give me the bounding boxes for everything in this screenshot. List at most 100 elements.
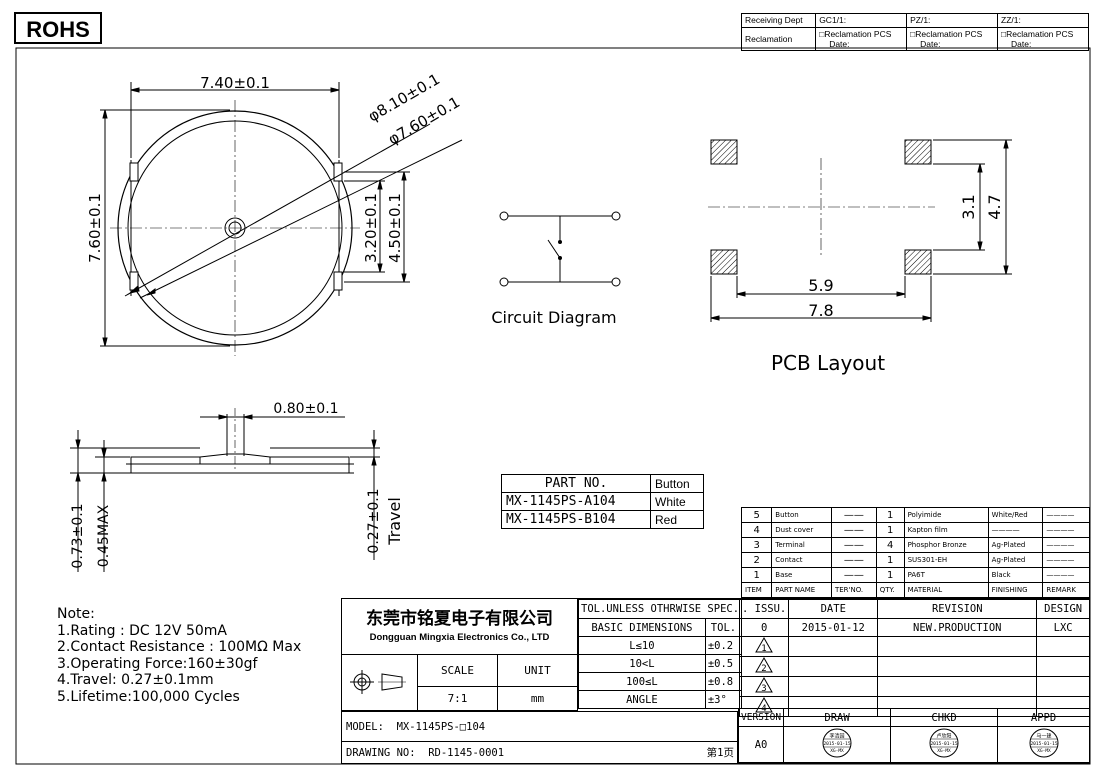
- svg-text:李清园: 李清园: [830, 733, 845, 740]
- tol-title: TOL.UNLESS OTHRWISE SPEC.: [577, 599, 743, 619]
- circuit-label: Circuit Diagram: [491, 308, 616, 327]
- bom-finishing: White/Red: [987, 507, 1044, 523]
- triangle-icon: 3: [755, 676, 773, 694]
- rev-desc: NEW.PRODUCTION: [877, 618, 1038, 637]
- bom-item: 3: [740, 537, 773, 553]
- part-table: PART NO. Button MX-1145PS-A104 White MX-…: [501, 474, 704, 529]
- dim-actuator: 0.80±0.1: [273, 401, 338, 417]
- revision-table: . ISSU. DATE REVISION DESIGN 0 2015-01-1…: [738, 599, 1090, 717]
- svg-text:2: 2: [761, 664, 766, 673]
- side-view: [70, 408, 380, 572]
- bom-remark: ————: [1042, 537, 1090, 553]
- note-line: 4.Travel: 0.27±0.1mm: [57, 672, 214, 688]
- dim-tab-inner: 3.20±0.1: [362, 193, 380, 263]
- rev-date: 2015-01-12: [788, 618, 879, 637]
- bom-header-remark: REMARK: [1042, 582, 1090, 598]
- bom-header-finishing: FINISHING: [987, 582, 1044, 598]
- note-line: 3.Operating Force:160±30gf: [57, 655, 258, 672]
- bom-ter: ——: [830, 552, 877, 568]
- model-label: MODEL:: [346, 721, 384, 733]
- bom-finishing: Ag-Plated: [987, 552, 1044, 568]
- bom-material: SUS301-EH: [903, 552, 989, 568]
- chkd-header: CHKD: [890, 708, 999, 727]
- unit-label: UNIT: [498, 655, 578, 687]
- travel-label: Travel: [385, 497, 404, 546]
- svg-text:1: 1: [761, 644, 766, 653]
- bom-header-ter: TER'NO.: [830, 582, 877, 598]
- date-header: DATE: [788, 599, 879, 619]
- svg-text:马一建: 马一建: [1036, 733, 1051, 740]
- version-label: VERSION: [737, 708, 785, 727]
- bom-part-name: Base: [771, 567, 832, 583]
- basic-dims-header: BASIC DIMENSIONS: [578, 618, 706, 637]
- bom-ter: ——: [830, 567, 877, 583]
- projection-symbol: [342, 655, 418, 711]
- rev-design: LXC: [1036, 618, 1090, 637]
- tol-value: ±3°: [704, 690, 743, 709]
- company-cell: 东莞市铭夏电子有限公司 Dongguan Mingxia Electronics…: [342, 599, 578, 655]
- pcb-layout: [708, 139, 1012, 322]
- issu-header: . ISSU.: [738, 599, 790, 619]
- bom-qty: 1: [875, 507, 905, 523]
- svg-text:2015-01-15: 2015-01-15: [824, 741, 851, 747]
- dim-height: 7.60±0.1: [86, 193, 104, 263]
- part-no-header: PART NO.: [501, 474, 651, 493]
- rev-triangle: 3: [738, 676, 790, 697]
- notes-title: Note:: [57, 606, 95, 622]
- bom-part-name: Terminal: [771, 537, 832, 553]
- tol-header: TOL.: [704, 618, 743, 637]
- bom-remark: ————: [1042, 552, 1090, 568]
- bom-finishing: Black: [987, 567, 1044, 583]
- svg-text:2015-01-15: 2015-01-15: [931, 741, 958, 747]
- model-cell: MODEL: MX-1145PS-□104: [342, 711, 738, 741]
- scale-value: 7:1: [418, 687, 498, 711]
- receiving-table: Receiving Dept GC1/1: PZ/1: ZZ/1: Reclam…: [740, 13, 1089, 51]
- bom-qty: 1: [875, 567, 905, 583]
- bom-ter: ——: [830, 537, 877, 553]
- bom-remark: ————: [1042, 507, 1090, 523]
- bom-material: Polyimide: [903, 507, 989, 523]
- bom-ter: ——: [830, 522, 877, 538]
- rohs-badge: ROHS: [14, 12, 102, 44]
- svg-text:XG-MX: XG-MX: [830, 748, 844, 754]
- page-number: 第1页: [706, 747, 734, 759]
- scale-label: SCALE: [418, 655, 498, 687]
- tol-range: 100≤L: [578, 672, 706, 691]
- reclamation-label: Reclamation: [740, 27, 817, 51]
- drawing-no-label: DRAWING NO:: [346, 747, 416, 759]
- zz-code: ZZ/1:: [997, 13, 1089, 28]
- svg-text:3: 3: [761, 684, 766, 693]
- bom-part-name: Button: [771, 507, 832, 523]
- tol-range: ANGLE: [578, 690, 706, 709]
- part-number: MX-1145PS-A104: [501, 492, 651, 511]
- dim-width: 7.40±0.1: [200, 74, 270, 92]
- drawing-border: [15, 47, 1091, 765]
- bom-material: Kapton film: [903, 522, 989, 538]
- top-view: [100, 82, 463, 356]
- pcb-dim-inner-h: 3.1: [959, 194, 978, 219]
- part-color: Red: [650, 510, 704, 529]
- bom-header-item: ITEM: [740, 582, 773, 598]
- svg-text:2015-01-15: 2015-01-15: [1030, 741, 1057, 747]
- rev-issu: 0: [738, 618, 790, 637]
- triangle-icon: 1: [755, 636, 773, 654]
- drawing-no-value: RD-1145-0001: [428, 747, 505, 759]
- tol-range: 10<L: [578, 654, 706, 673]
- pcb-dim-outer-h: 4.7: [985, 194, 1004, 219]
- bom-material: Phosphor Bronze: [903, 537, 989, 553]
- bom-material: PA6T: [903, 567, 989, 583]
- pcb-dim-inner-w: 5.9: [808, 276, 833, 295]
- bom-finishing: ————: [987, 522, 1044, 538]
- triangle-icon: 2: [755, 656, 773, 674]
- model-value: MX-1145PS-□104: [396, 721, 486, 733]
- bom-qty: 4: [875, 537, 905, 553]
- dim-tab-outer: 4.50±0.1: [386, 193, 404, 263]
- tol-value: ±0.2: [704, 636, 743, 655]
